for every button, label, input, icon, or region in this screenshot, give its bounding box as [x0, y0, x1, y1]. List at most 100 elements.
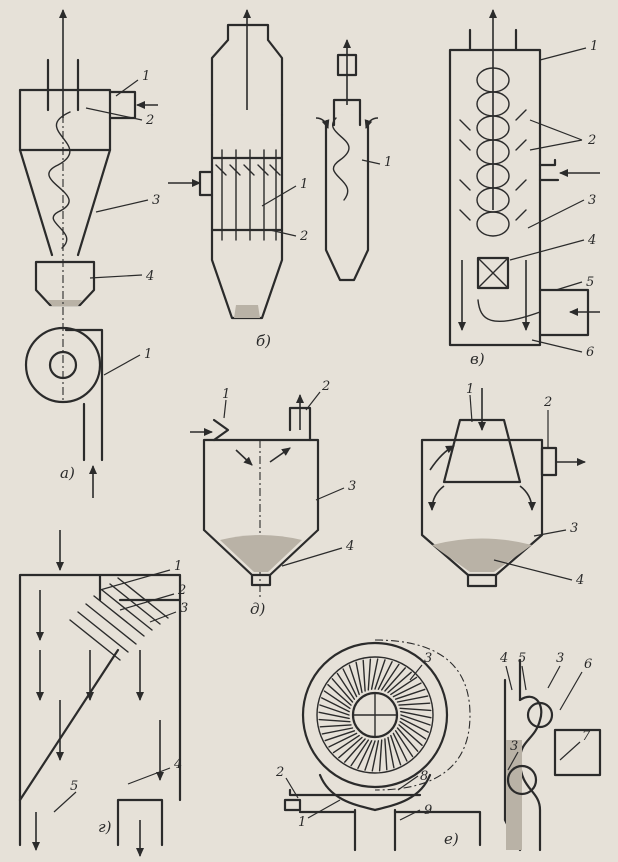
label-g-2: 2 [177, 583, 186, 598]
label-v-6: 6 [586, 345, 594, 360]
label-v-2: 2 [587, 133, 596, 148]
label-e-1: 1 [298, 815, 306, 830]
label-d-3: 3 [348, 479, 356, 494]
caption-b: б) [256, 332, 271, 350]
rotor-blade [328, 732, 358, 748]
caption-d: д) [250, 600, 266, 618]
label-d-4: 4 [345, 539, 354, 554]
rotor-blade [338, 736, 363, 759]
label-a-1b: 1 [144, 347, 152, 362]
label-a-4: 4 [145, 269, 154, 284]
label-e-8: 8 [420, 769, 428, 784]
rotor-blade [350, 739, 369, 767]
label-v-1: 1 [590, 39, 598, 54]
label-d-1: 1 [222, 387, 230, 402]
label-v-5: 5 [586, 275, 594, 290]
label-a-2: 2 [145, 113, 154, 128]
label-v-4: 4 [587, 233, 596, 248]
rotor-blade [396, 727, 419, 752]
rotor-blade [394, 688, 426, 700]
rotor-blade [399, 707, 432, 712]
label-g-3: 3 [180, 601, 188, 616]
rotor-blade [331, 678, 354, 703]
label-a-3: 3 [152, 193, 160, 208]
rotor-blade [324, 730, 356, 742]
rotor-blade [367, 658, 372, 691]
rotor-blade [400, 710, 432, 719]
panel-e-rotary [283, 639, 602, 852]
rotor-blade [342, 668, 358, 698]
rotor-blade [357, 740, 373, 769]
rotor-blade [332, 734, 360, 754]
label-g-1: 1 [174, 559, 182, 574]
label-b-1: 1 [300, 177, 308, 192]
label-g-5: 5 [70, 779, 78, 794]
label-e-2: 2 [275, 765, 284, 780]
rotor-blade [387, 671, 412, 694]
panel-a-cyclone [18, 9, 158, 498]
rotor-blade [394, 730, 414, 758]
rotor-blade [318, 718, 351, 723]
label-d-2b: 2 [543, 395, 552, 410]
rotor-blade [398, 702, 431, 706]
label-v-3: 3 [588, 193, 596, 208]
rotor-blade [390, 734, 402, 766]
panel-d-inertial [190, 388, 586, 600]
label-e-3: 3 [424, 651, 432, 666]
label-d-3b: 3 [570, 521, 578, 536]
rotor-blade [392, 732, 408, 762]
label-b-1b: 1 [384, 155, 392, 170]
rotor-blade [378, 739, 383, 772]
rotor-blade [344, 738, 366, 763]
label-e-4: 4 [499, 651, 508, 666]
rotor-blade [321, 727, 354, 735]
rotor-blade [400, 714, 431, 726]
panel-b-battery-cyclone [168, 9, 381, 320]
label-g-4: 4 [173, 757, 182, 772]
rotor-blade [384, 738, 388, 771]
caption-a: а) [60, 464, 75, 482]
rotor-blade [387, 736, 395, 769]
label-e-3b: 3 [556, 651, 564, 666]
panel-v-vortex [448, 9, 600, 353]
rotor-blade [377, 661, 393, 690]
panel-captions: а) б) в) д) г) е) [60, 332, 485, 848]
label-d-4b: 4 [575, 573, 584, 588]
rotor-blades [318, 658, 432, 772]
number-labels: 1 2 3 4 1 1 2 1 1 2 3 4 5 6 1 2 3 4 1 2 … [70, 39, 598, 830]
label-b-2: 2 [299, 229, 308, 244]
rotor-blade [390, 676, 418, 696]
rotor-blade [318, 711, 350, 720]
rotor-blade [336, 672, 356, 700]
label-e-3c: 3 [510, 739, 518, 754]
rotor-blade [321, 697, 350, 713]
label-e-5: 5 [518, 651, 526, 666]
caption-e: е) [444, 830, 459, 848]
rotor-blade [381, 663, 400, 691]
rotor-blade [400, 717, 429, 733]
rotor-blade [370, 658, 379, 690]
rotor-blade [392, 682, 422, 698]
rotor-blade [323, 690, 351, 709]
rotor-blade [384, 667, 406, 692]
label-e-7: 7 [582, 729, 591, 744]
rotor-blade [355, 661, 363, 694]
caption-v: в) [470, 350, 485, 368]
rotor-blade [371, 740, 380, 772]
rotor-blade [374, 659, 386, 690]
rotor-blade [364, 740, 376, 771]
rotor-blade [362, 659, 366, 692]
caption-g: г) [98, 818, 112, 836]
panel-g-louver [18, 530, 182, 857]
rotor-blade [319, 724, 352, 728]
rotor-blade [327, 684, 352, 706]
label-d-2: 2 [321, 379, 330, 394]
rotor-blade [399, 721, 427, 740]
rotor-blade [348, 664, 360, 696]
label-e-6: 6 [584, 657, 592, 672]
rotor-blade [396, 695, 429, 703]
label-a-1: 1 [142, 69, 150, 84]
label-e-9: 9 [424, 803, 432, 818]
